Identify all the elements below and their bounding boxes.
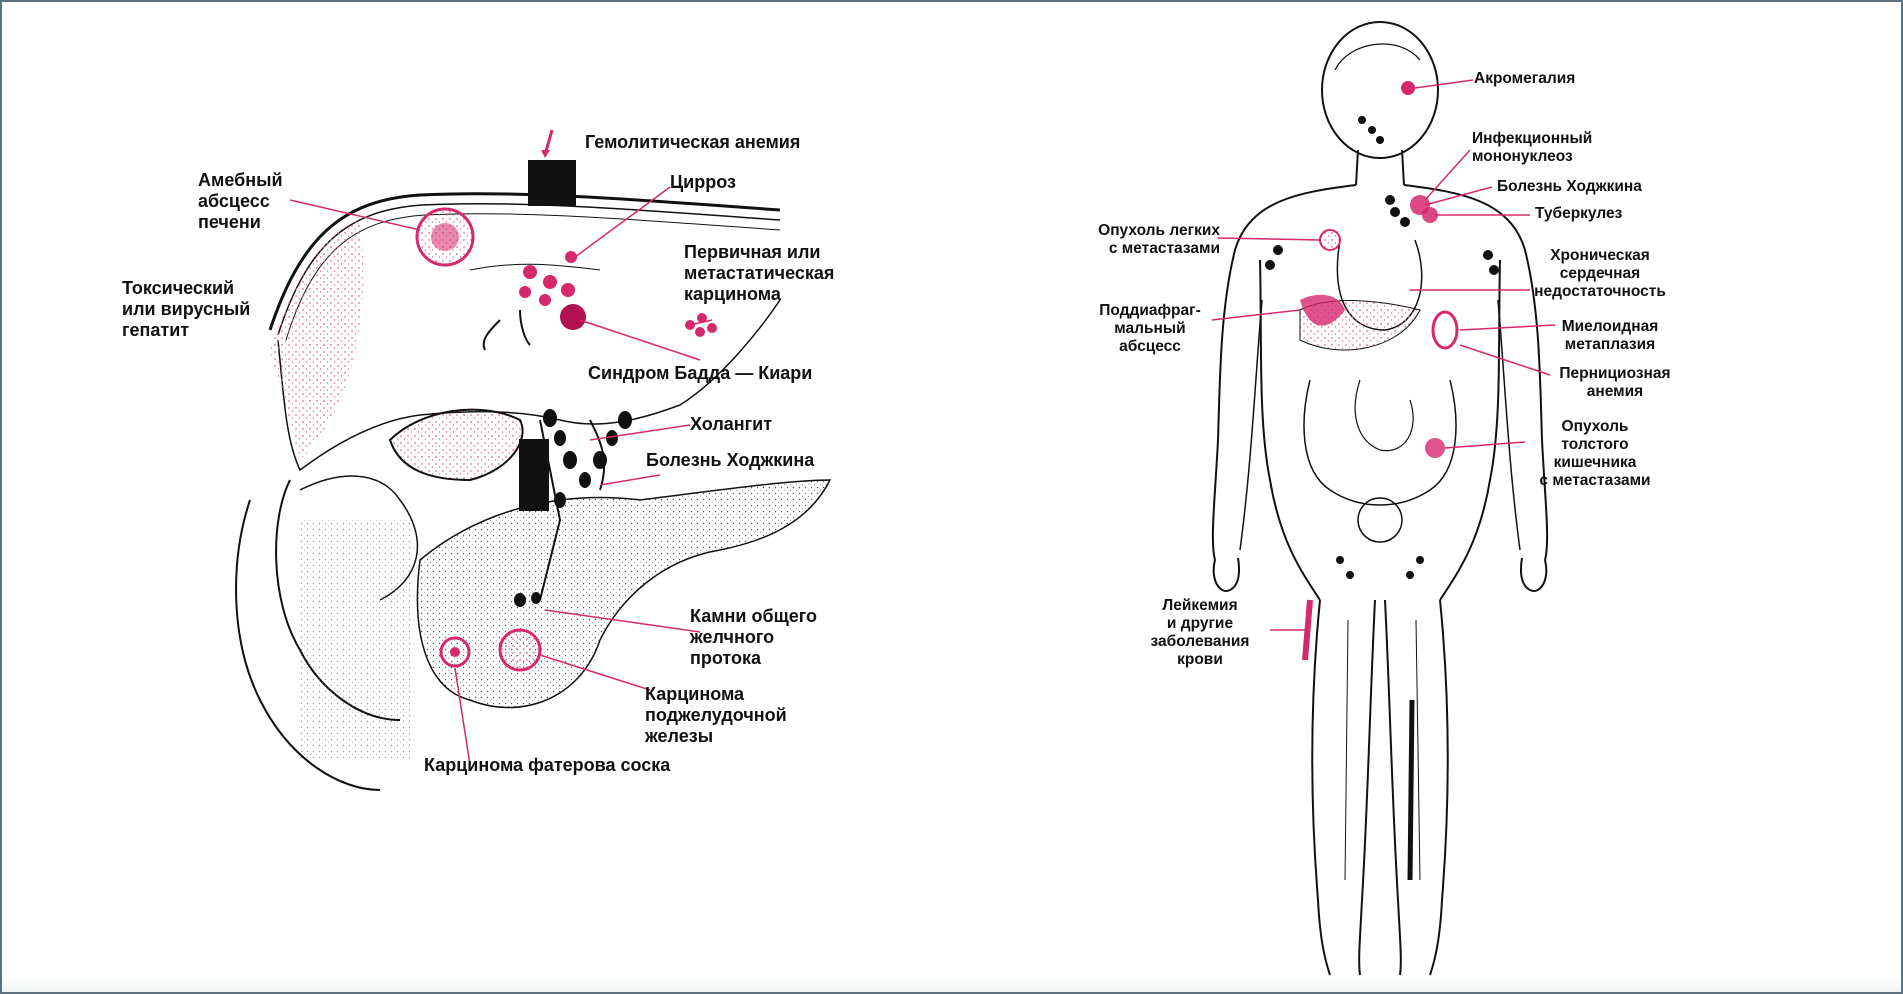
vein (520, 310, 530, 345)
right-hand (1521, 558, 1546, 591)
myeloid-metaplasia-spleen (1433, 312, 1457, 348)
pancreas-carcinoma-lesion (500, 630, 540, 670)
acromegaly-lesion (1401, 81, 1415, 95)
label-pernicious-anemia: Пернициозная анемия (1535, 365, 1695, 401)
femur-left (1345, 620, 1348, 880)
cirrhosis-nodule (523, 265, 537, 279)
gallbladder (390, 410, 523, 480)
label-myeloid-metaplasia: Миелоидная метаплазия (1540, 318, 1680, 354)
label-mononucleosis: Инфекционный мононуклеоз (1472, 130, 1592, 166)
label-cirrhosis: Цирроз (670, 172, 736, 193)
left-hand (1214, 558, 1239, 591)
cirrhosis-nodule (519, 286, 531, 298)
right-arm-outer (1404, 185, 1547, 560)
label-subphrenic-abscess: Поддиафраг- мальный абсцесс (1085, 302, 1215, 356)
intestine-loop (1355, 380, 1413, 451)
pancreas (417, 480, 830, 708)
label-toxic-hepatitis: Токсический или вирусный гепатит (122, 278, 250, 341)
label-hodgkin-right: Болезнь Ходжкина (1497, 178, 1642, 196)
skull-line (1335, 44, 1420, 70)
amoebic-abscess-core (431, 223, 459, 251)
right-leg-inner (1385, 600, 1401, 975)
spleen-block (528, 160, 576, 206)
budd-chiari-lesion (560, 304, 586, 330)
lymph-nodes-right (1265, 116, 1499, 579)
left-leg-outer (1312, 600, 1330, 975)
cirrhosis-nodule (561, 283, 575, 297)
label-bile-duct-stones: Камни общего желчного протока (690, 606, 817, 669)
label-acromegaly: Акромегалия (1474, 70, 1575, 88)
hepatitis-region (270, 220, 363, 460)
label-leukemia: Лейкемия и другие заболевания крови (1130, 597, 1270, 669)
carcinoma-nodule (695, 327, 705, 337)
femur-right (1416, 620, 1420, 880)
vein (484, 320, 500, 350)
duct-dark-block (520, 440, 548, 510)
label-budd-chiari: Синдром Бадда — Киари (588, 363, 812, 384)
leg-vessel (1410, 700, 1412, 880)
left-leg-inner (1359, 600, 1375, 975)
colon-stipple (300, 520, 410, 760)
label-hodgkin-left: Болезнь Ходжкина (646, 450, 814, 471)
label-primary-carcinoma: Первичная или метастатическая карцинома (684, 242, 834, 305)
label-heart-failure: Хроническая сердечная недостаточность (1515, 247, 1685, 301)
hemolytic-arrowhead (541, 150, 550, 158)
vater-carcinoma-core (450, 647, 460, 657)
torso-right (1440, 260, 1500, 600)
lesion-markers-right (1300, 81, 1457, 660)
right-arm-inner (1498, 300, 1520, 550)
label-amoebic-abscess: Амебный абсцесс печени (198, 170, 283, 233)
label-vater-carcinoma: Карцинома фатерова соска (424, 755, 670, 776)
label-cholangitis: Холангит (690, 414, 772, 435)
carcinoma-nodule (707, 323, 717, 333)
label-pancreas-carcinoma: Карцинома поджелудочной железы (645, 684, 787, 747)
label-tuberculosis: Туберкулез (1535, 205, 1622, 223)
colon-tumor-lesion (1425, 438, 1445, 458)
label-lung-tumor: Опухоль легких с метастазами (1070, 222, 1220, 258)
lung-tumor-lesion (1320, 230, 1340, 250)
right-leg-outer (1430, 600, 1448, 975)
cirrhosis-nodule (543, 275, 557, 289)
left-arm-inner (1240, 300, 1262, 550)
label-colon-tumor: Опухоль толстого кишечника с метастазами (1520, 418, 1670, 490)
cirrhosis-nodule (539, 294, 551, 306)
label-hemolytic-anemia: Гемолитическая анемия (585, 132, 800, 153)
